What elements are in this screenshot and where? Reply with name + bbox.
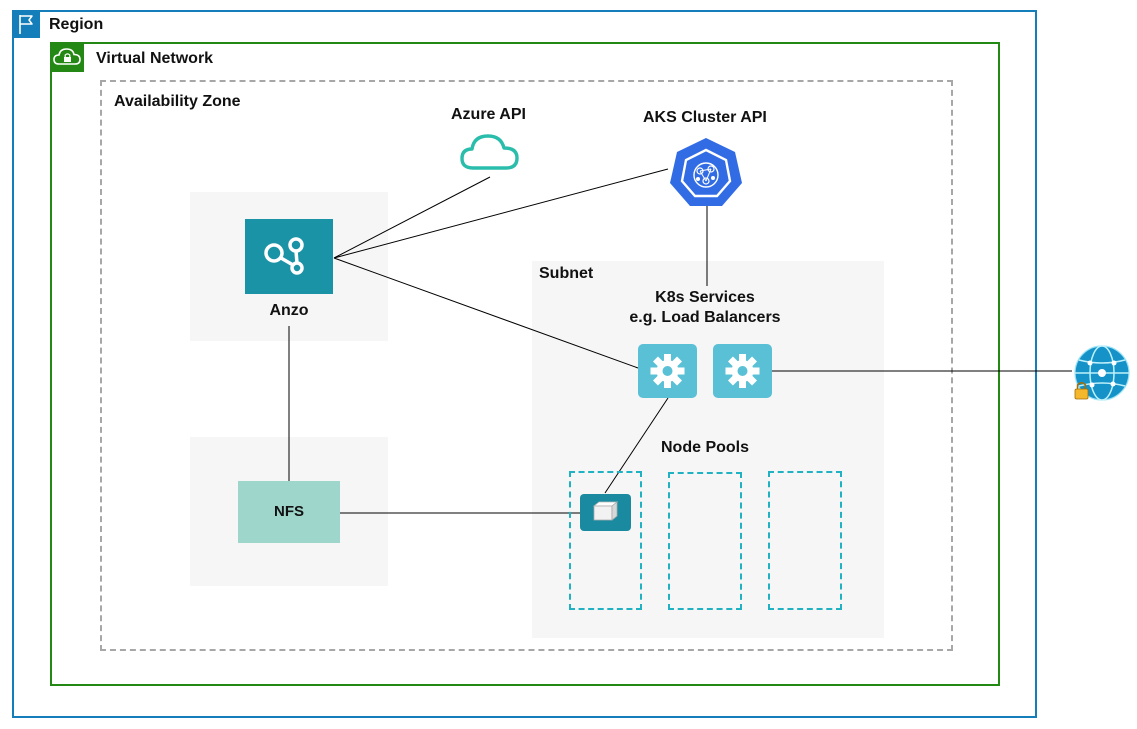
node-pool-3 xyxy=(768,471,842,610)
nfs-label: NFS xyxy=(274,503,304,520)
cloud-lock-icon xyxy=(50,42,84,72)
subnet-container xyxy=(532,261,884,638)
nfs-box xyxy=(238,481,340,543)
azure-api-label: Azure API xyxy=(451,106,526,123)
load-balancer-service-1 xyxy=(638,344,697,398)
anzo-label: Anzo xyxy=(269,302,309,319)
virtual-network-label: Virtual Network xyxy=(96,50,214,67)
globe-lock-icon xyxy=(1071,344,1133,404)
availability-zone-container xyxy=(100,80,953,651)
load-balancer-service-2 xyxy=(713,344,772,398)
k8s-services-label: K8s Services xyxy=(655,289,755,306)
region-container xyxy=(12,10,1037,718)
availability-zone-label: Availability Zone xyxy=(114,93,241,110)
cloud-icon xyxy=(459,130,521,172)
gear-icon xyxy=(650,354,685,388)
aks-cluster-api-label: AKS Cluster API xyxy=(643,109,767,126)
k8s-services-sublabel: e.g. Load Balancers xyxy=(629,309,781,326)
gear-icon xyxy=(725,354,760,388)
node-cube xyxy=(580,494,631,531)
node-pool-2 xyxy=(668,472,742,610)
cube-icon xyxy=(592,501,619,521)
flag-icon xyxy=(12,10,40,38)
subnet-label: Subnet xyxy=(539,265,594,282)
anzo-graph-icon xyxy=(245,219,333,294)
region-label: Region xyxy=(49,16,104,33)
virtual-network-container xyxy=(50,42,1000,686)
node-pools-label: Node Pools xyxy=(661,439,750,456)
node-pool-1 xyxy=(569,471,642,610)
kubernetes-icon xyxy=(667,136,745,208)
